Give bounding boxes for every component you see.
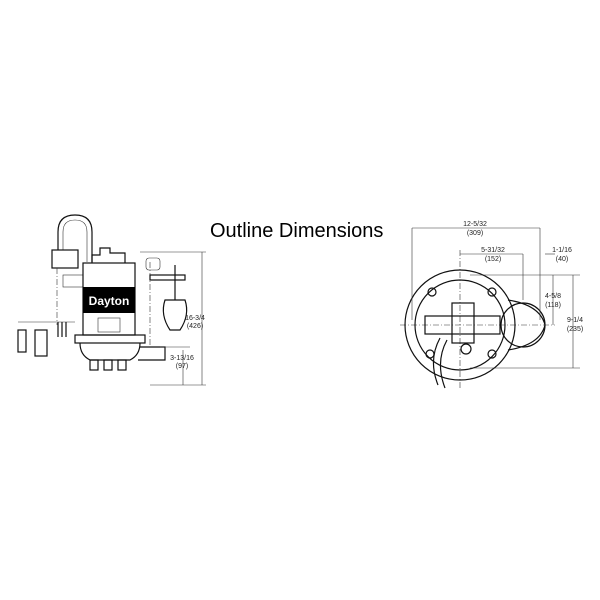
center-to-discharge-mm: (152) [485, 256, 501, 263]
discharge-ring [500, 302, 546, 348]
float-switch-box [51, 249, 79, 269]
center-height-inch: 4-5/8 [545, 293, 561, 300]
overall-depth-inch: 9-1/4 [567, 317, 583, 324]
base-dim-inch: 3-13/16 [170, 355, 194, 362]
brand-plate [83, 287, 135, 313]
handle-bar [424, 315, 501, 335]
piggyback-plug-icon [34, 329, 48, 357]
overall-width-mm: (309) [467, 230, 483, 237]
pump-top-view: 12-5/32 (309) 5-31/32 (152) 1-1/16 (40) … [400, 221, 583, 390]
base-dim-mm: (97) [176, 363, 188, 370]
overall-depth-mm: (235) [567, 326, 583, 333]
power-cord-loop [57, 214, 93, 262]
brand-label: Dayton [89, 294, 130, 308]
height-dim-mm: (426) [187, 323, 203, 330]
center-height-mm: (118) [545, 302, 561, 309]
plug-icon [17, 329, 27, 353]
discharge-offset-inch: 1-1/16 [552, 247, 572, 254]
discharge-offset-mm: (40) [556, 256, 568, 263]
float-ball [162, 299, 188, 331]
pump-side-view: Dayton 16-3/4 (426) 3-13/16 (97) [17, 214, 206, 386]
height-dim-inch: 16-3/4 [185, 315, 205, 322]
center-to-discharge-inch: 5-31/32 [481, 247, 505, 254]
overall-width-inch: 12-5/32 [463, 221, 487, 228]
pump-base-outer [404, 269, 516, 381]
diagram-title: Outline Dimensions [210, 220, 384, 242]
